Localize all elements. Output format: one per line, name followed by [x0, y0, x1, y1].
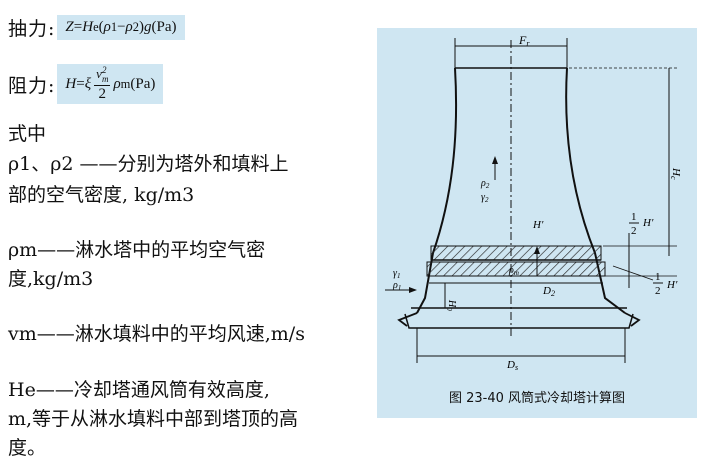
label-half-bottom-den: 2 — [655, 285, 661, 297]
formula-symbol-rho: ρ — [113, 75, 121, 92]
vm-definition: vm——淋水填料中的平均风速,m/s — [8, 323, 305, 345]
he-definition-line3: 度。 — [8, 437, 47, 459]
where-heading: 式中 — [8, 123, 47, 145]
packing-upper — [430, 245, 602, 261]
formula-paren-open: ( — [98, 19, 104, 35]
formula-sub-m: m — [120, 76, 131, 91]
label-hprime: H′ — [532, 219, 544, 231]
label-p1: ρ1 — [392, 280, 401, 292]
label-half-bottom: 1 — [655, 271, 661, 283]
label-fr: Fr — [518, 33, 530, 48]
label-ds: Ds — [506, 359, 518, 372]
num-sub: m — [101, 74, 109, 84]
formula-symbol-rho2: ρ — [125, 19, 133, 35]
tower-legs-left — [397, 312, 418, 327]
label-half-top: 1 — [631, 211, 637, 223]
fraction-denominator: 2 — [98, 86, 107, 102]
packing-lower — [426, 261, 606, 277]
formula-sub-e: e — [93, 20, 99, 34]
formula-symbol-rho1: ρ — [103, 19, 111, 35]
label-he: Hc — [669, 167, 682, 180]
label-y2: γ2 — [481, 192, 489, 204]
num-v: v — [96, 65, 102, 81]
formula-symbol-z: Z — [65, 19, 74, 35]
rhom-definition-line1: ρm——淋水塔中的平均空气密 — [8, 239, 266, 261]
cooling-tower-diagram: Fr Hc 1 2 H′ 1 2 H′ H′ ρ2 γ2 ρm D2 — [377, 28, 697, 418]
label-h0: H0 — [445, 299, 457, 311]
diagram-caption: 图 23-40 风筒式冷却塔计算图 — [448, 391, 626, 406]
formula-symbol-g: g — [144, 19, 152, 35]
resistance-label: 阻力: — [8, 74, 56, 97]
label-pm: ρm — [508, 265, 519, 277]
formula-unit: (Pa) — [130, 75, 156, 92]
label-d2: D2 — [542, 285, 555, 298]
rhom-definition-line2: 度,kg/m3 — [8, 268, 94, 290]
formula-symbol-h: H — [82, 19, 94, 35]
he-definition-line2: m,等于从淋水填料中部到塔顶的高 — [8, 408, 299, 430]
formula-sub-1: 1 — [110, 20, 118, 34]
num-sup: 2 — [101, 65, 107, 75]
draft-label: 抽力: — [8, 18, 56, 40]
rho12-definition-line1: ρ1、ρ2 ——分别为塔外和填料上 — [8, 153, 289, 175]
formula-unit: (Pa) — [151, 19, 177, 35]
cooling-tower-svg: Fr Hc 1 2 H′ 1 2 H′ H′ ρ2 γ2 ρm D2 — [385, 33, 682, 372]
formula-symbol-xi: ξ — [84, 75, 92, 92]
basin — [404, 313, 634, 329]
formula-symbol-h: H — [65, 75, 77, 92]
tower-legs-right — [624, 312, 641, 327]
formula-equals: = — [73, 19, 83, 35]
rho12-definition-line2: 部的空气密度, kg/m3 — [8, 184, 195, 206]
formula-sub-2: 2 — [132, 20, 139, 34]
formula-minus: − — [117, 19, 126, 35]
he-definition-line1: He——冷却塔通风筒有效高度, — [8, 379, 270, 401]
label-half-top-h: H′ — [642, 217, 654, 229]
label-half-top-den: 2 — [631, 225, 637, 237]
label-rho2: ρ2 — [480, 178, 490, 190]
formula-paren-close: ) — [139, 19, 144, 35]
label-y1: γ1 — [393, 268, 400, 280]
label-half-bottom-h: H′ — [666, 279, 678, 291]
formula-equals: = — [76, 75, 85, 92]
